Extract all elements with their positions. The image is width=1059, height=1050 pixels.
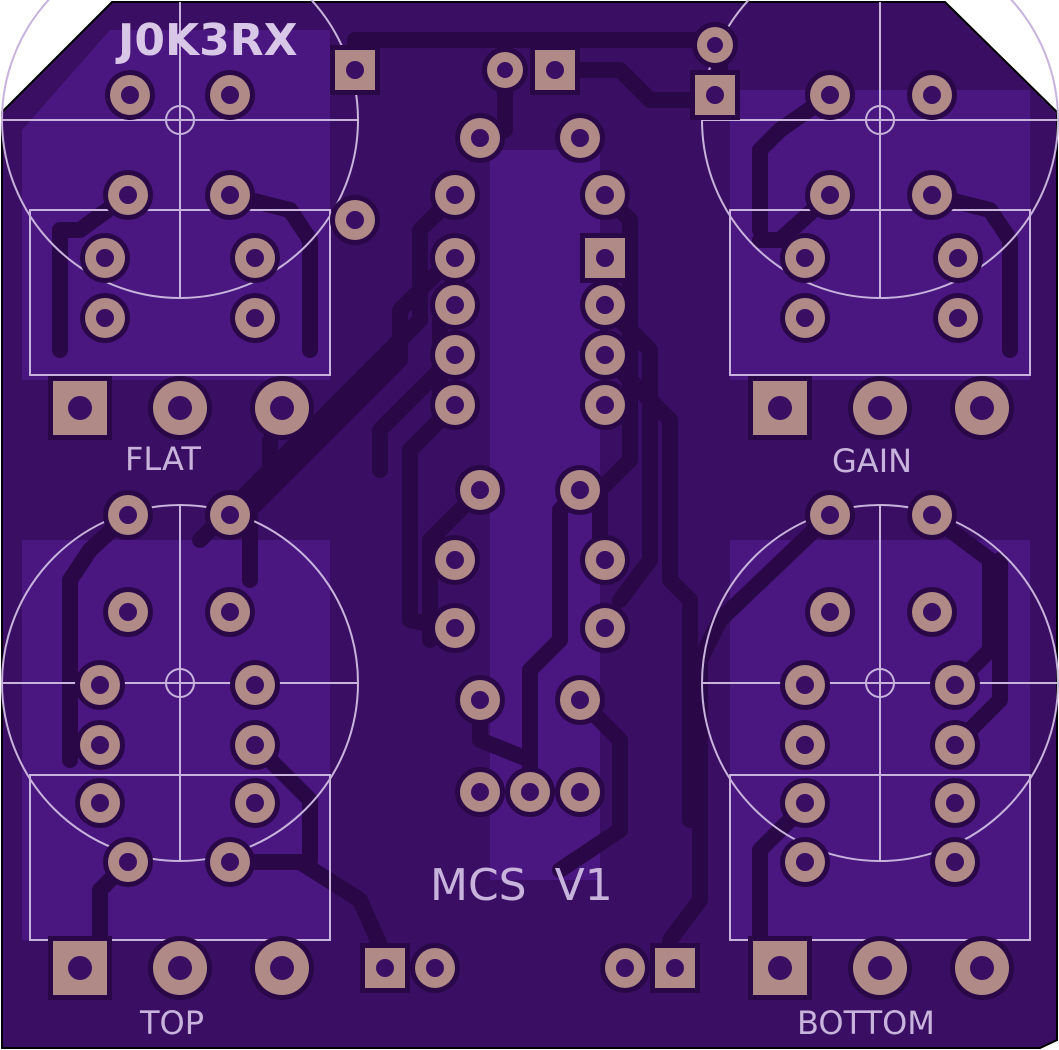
drill-hole	[796, 853, 814, 871]
bottom-label: BOTTOM	[797, 1004, 935, 1042]
drill-hole	[946, 853, 964, 871]
drill-hole	[96, 249, 114, 267]
drill-hole	[821, 506, 839, 524]
drill-hole	[246, 794, 264, 812]
drill-hole	[596, 186, 614, 204]
drill-hole	[571, 481, 589, 499]
drill-hole	[96, 309, 114, 327]
drill-hole	[796, 249, 814, 267]
drill-hole	[796, 676, 814, 694]
drill-hole	[246, 249, 264, 267]
drill-hole	[121, 86, 139, 104]
drill-hole	[446, 346, 464, 364]
drill-hole	[596, 346, 614, 364]
drill-hole	[426, 959, 444, 977]
drill-hole	[706, 86, 724, 104]
drill-hole	[946, 794, 964, 812]
drill-hole	[446, 619, 464, 637]
logo-text: J0K3RX	[115, 15, 298, 66]
top-label: TOP	[139, 1004, 204, 1042]
drill-hole	[796, 736, 814, 754]
drill-hole	[666, 959, 684, 977]
drill-hole	[616, 959, 634, 977]
drill-hole	[246, 736, 264, 754]
drill-hole	[571, 129, 589, 147]
drill-hole	[821, 186, 839, 204]
drill-hole	[446, 551, 464, 569]
drill-hole	[821, 86, 839, 104]
drill-hole	[768, 396, 792, 420]
drill-hole	[923, 86, 941, 104]
drill-hole	[471, 783, 489, 801]
drill-hole	[596, 619, 614, 637]
drill-hole	[91, 736, 109, 754]
drill-hole	[119, 186, 137, 204]
pads	[48, 22, 1014, 1000]
drill-hole	[119, 603, 137, 621]
gain-label: GAIN	[832, 442, 912, 480]
drill-hole	[946, 736, 964, 754]
drill-hole	[596, 249, 614, 267]
drill-hole	[923, 186, 941, 204]
drill-hole	[68, 956, 92, 980]
drill-hole	[119, 506, 137, 524]
drill-hole	[221, 853, 239, 871]
flat-label: FLAT	[125, 440, 201, 478]
drill-hole	[221, 186, 239, 204]
drill-hole	[497, 62, 513, 78]
drill-hole	[707, 37, 723, 53]
drill-hole	[91, 676, 109, 694]
drill-hole	[596, 296, 614, 314]
drill-hole	[168, 396, 192, 420]
drill-hole	[346, 211, 364, 229]
drill-hole	[446, 186, 464, 204]
drill-hole	[970, 956, 994, 980]
drill-hole	[970, 396, 994, 420]
drill-hole	[596, 396, 614, 414]
drill-hole	[471, 129, 489, 147]
drill-hole	[946, 676, 964, 694]
drill-hole	[270, 956, 294, 980]
drill-hole	[376, 959, 394, 977]
drill-hole	[868, 396, 892, 420]
drill-hole	[949, 309, 967, 327]
drill-hole	[221, 506, 239, 524]
drill-hole	[168, 956, 192, 980]
drill-hole	[868, 956, 892, 980]
drill-hole	[346, 61, 364, 79]
drill-hole	[768, 956, 792, 980]
drill-hole	[796, 309, 814, 327]
drill-hole	[270, 396, 294, 420]
drill-hole	[471, 481, 489, 499]
drill-hole	[246, 676, 264, 694]
drill-hole	[221, 603, 239, 621]
drill-hole	[246, 309, 264, 327]
drill-hole	[521, 783, 539, 801]
drill-hole	[796, 794, 814, 812]
drill-hole	[68, 396, 92, 420]
drill-hole	[221, 86, 239, 104]
drill-hole	[119, 853, 137, 871]
drill-hole	[821, 603, 839, 621]
drill-hole	[923, 603, 941, 621]
drill-hole	[471, 691, 489, 709]
drill-hole	[446, 396, 464, 414]
drill-hole	[571, 691, 589, 709]
drill-hole	[91, 794, 109, 812]
drill-hole	[596, 551, 614, 569]
drill-hole	[446, 296, 464, 314]
drill-hole	[923, 506, 941, 524]
board-title: MCS V1	[430, 860, 613, 911]
drill-hole	[446, 249, 464, 267]
drill-hole	[546, 61, 564, 79]
drill-hole	[571, 783, 589, 801]
drill-hole	[949, 249, 967, 267]
